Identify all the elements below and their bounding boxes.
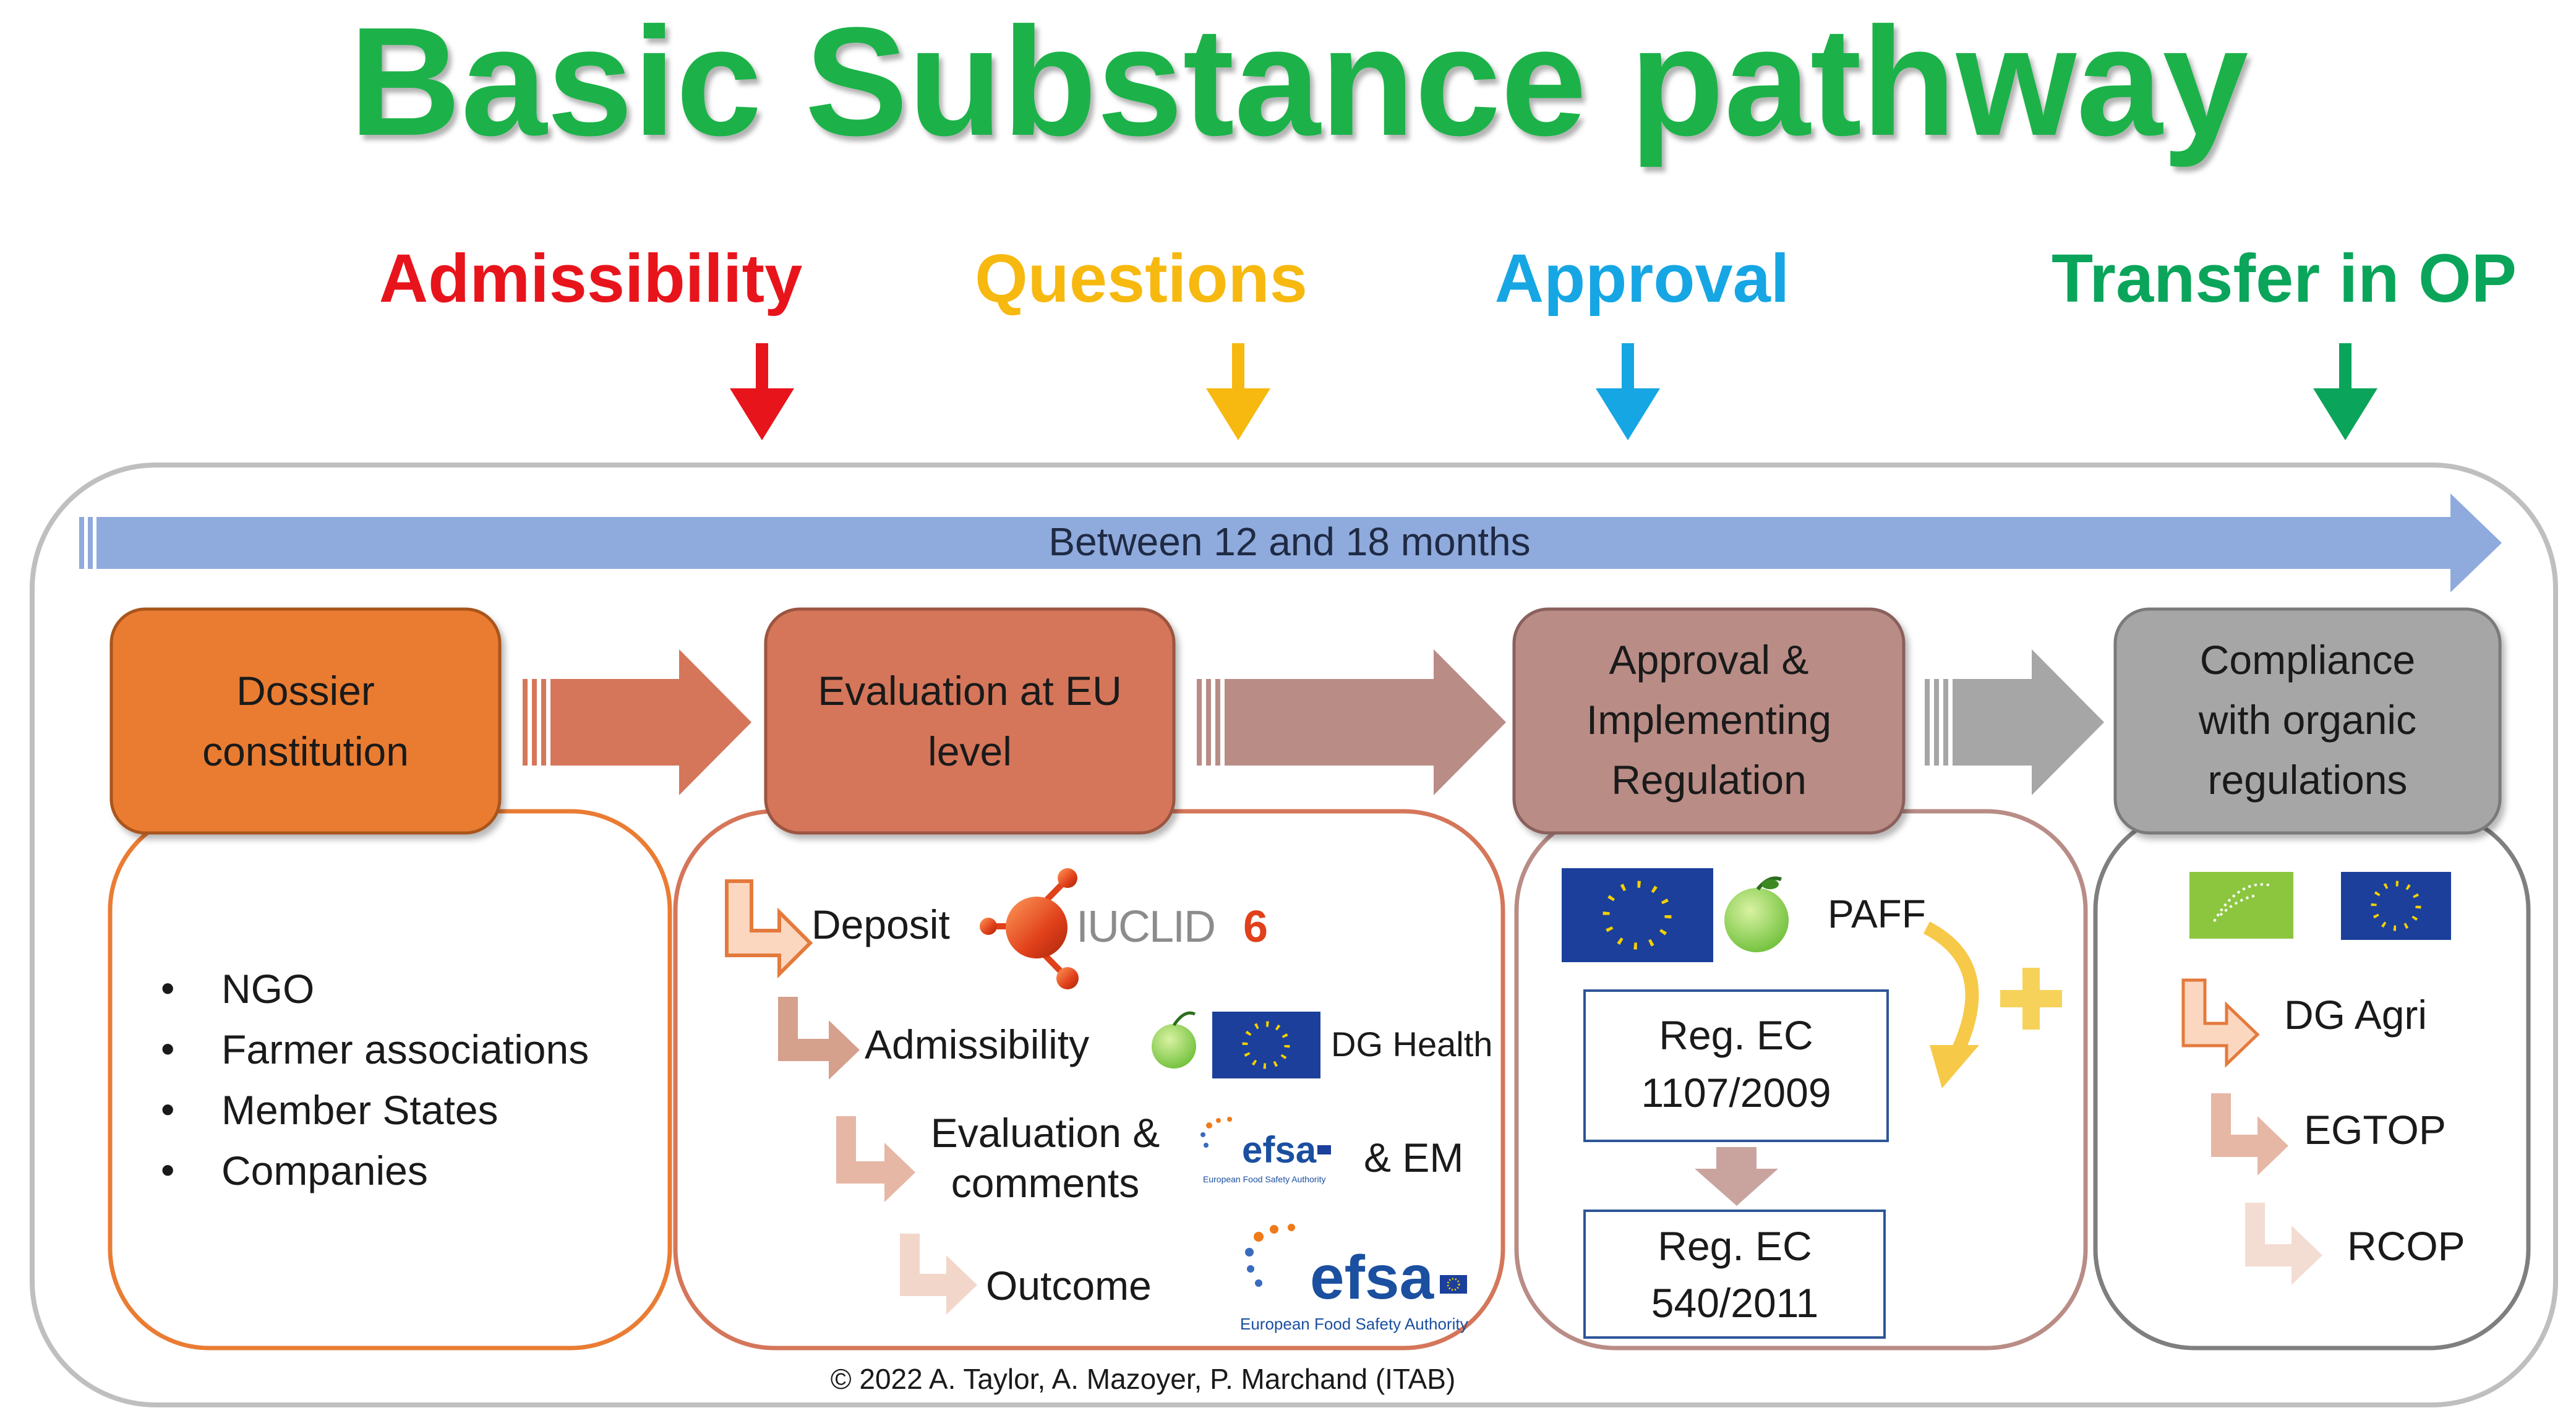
arrow-down-icon bbox=[1596, 343, 1660, 440]
phase-transfer: Transfer in OP bbox=[2052, 241, 2517, 317]
em-label: & EM bbox=[1364, 1135, 1463, 1180]
efsa-wordmark: efsa bbox=[1310, 1243, 1435, 1312]
iuclid-label: IUCLID bbox=[1076, 902, 1215, 952]
paff-label: PAFF bbox=[1828, 892, 1926, 936]
arrow-down-icon bbox=[2313, 343, 2377, 440]
reg-label: Reg. EC bbox=[1659, 1012, 1813, 1058]
arrow-right-icon bbox=[523, 649, 751, 795]
eu-organic-logo-icon bbox=[2189, 872, 2293, 939]
step-label: Implementing bbox=[1586, 697, 1831, 743]
step-label: Dossier bbox=[236, 668, 375, 714]
phase-approval: Approval bbox=[1495, 241, 1790, 317]
step-approval: Approval & Implementing Regulation bbox=[1512, 607, 1906, 835]
copyright: © 2022 A. Taylor, A. Mazoyer, P. Marchan… bbox=[831, 1363, 1456, 1395]
step-label: Compliance bbox=[2200, 637, 2416, 683]
arrow-down-icon bbox=[1695, 1147, 1778, 1206]
efsa-wordmark: efsa bbox=[1242, 1129, 1317, 1171]
evaluation-comments-label: comments bbox=[951, 1160, 1139, 1206]
deposit-label: Deposit bbox=[811, 902, 950, 947]
bullet-icon: • bbox=[161, 966, 174, 1010]
arrow-right-icon bbox=[1197, 649, 1506, 795]
bent-arrow-icon bbox=[900, 1234, 977, 1315]
reg-label: 1107/2009 bbox=[1641, 1070, 1831, 1116]
step-label: regulations bbox=[2208, 757, 2408, 803]
step-label: level bbox=[928, 728, 1012, 774]
evaluation-comments-label: Evaluation & bbox=[931, 1110, 1160, 1156]
dg-health-label: DG Health bbox=[1331, 1025, 1492, 1064]
arrow-right-icon bbox=[1925, 649, 2104, 795]
organic-item-label: RCOP bbox=[2347, 1223, 2465, 1269]
efsa-logo-icon: efsa European Food Safety Authority bbox=[1200, 1117, 1331, 1184]
step-label: Evaluation at EU bbox=[818, 668, 1122, 714]
plus-icon bbox=[2000, 968, 2062, 1030]
dossier-box bbox=[108, 809, 672, 1351]
phase-admissibility: Admissibility bbox=[379, 241, 803, 317]
step-label: Regulation bbox=[1611, 757, 1807, 803]
organic-content: DG Agri EGTOP RCOP bbox=[2181, 872, 2465, 1285]
curved-arrow-icon bbox=[1923, 921, 1979, 1054]
arrow-down-icon bbox=[1206, 343, 1270, 440]
bent-arrow-icon bbox=[836, 1116, 915, 1202]
outcome-label: Outcome bbox=[986, 1263, 1152, 1308]
outer-frame bbox=[30, 463, 2558, 1407]
organic-item-label: EGTOP bbox=[2304, 1107, 2446, 1153]
step-label: with organic bbox=[2198, 697, 2416, 743]
iuclid-logo-icon bbox=[980, 868, 1079, 989]
bent-arrow-icon bbox=[778, 997, 860, 1080]
apple-icon bbox=[1724, 876, 1789, 952]
arrow-down-icon bbox=[730, 343, 794, 440]
evaluation-content: Deposit IUCLID 6 Admissibility DG Health bbox=[725, 868, 1492, 1333]
step-label: Approval & bbox=[1609, 637, 1809, 683]
step-label: constitution bbox=[202, 728, 409, 774]
bent-arrow-icon bbox=[2245, 1203, 2322, 1285]
reg-label: Reg. EC bbox=[1658, 1223, 1812, 1269]
efsa-logo-icon: efsa European Food Safety Authority bbox=[1240, 1224, 1468, 1333]
admissibility-label: Admissibility bbox=[865, 1022, 1089, 1067]
eu-flag-icon bbox=[1562, 868, 1713, 962]
efsa-caption: European Food Safety Authority bbox=[1203, 1174, 1325, 1184]
timeline-label: Between 12 and 18 months bbox=[1048, 519, 1530, 564]
bullet-icon: • bbox=[161, 1087, 174, 1132]
step-organic: Compliance with organic regulations bbox=[2113, 607, 2502, 835]
bullet-icon: • bbox=[161, 1026, 174, 1071]
phase-questions: Questions bbox=[975, 241, 1307, 317]
list-item: Companies bbox=[221, 1148, 428, 1193]
bent-arrow-icon bbox=[2181, 978, 2260, 1068]
reg-box-2 bbox=[1583, 1210, 1886, 1339]
list-item: Member States bbox=[221, 1087, 499, 1133]
curved-arrow-head bbox=[1930, 1045, 1979, 1088]
eu-flag-icon bbox=[1212, 1012, 1320, 1078]
bullet-icon: • bbox=[161, 1148, 174, 1192]
iuclid-version: 6 bbox=[1243, 902, 1268, 952]
step-evaluation: Evaluation at EU level bbox=[764, 607, 1176, 835]
phase-labels: Admissibility Questions Approval Transfe… bbox=[379, 241, 2517, 317]
organic-item-label: DG Agri bbox=[2284, 992, 2427, 1038]
approval-content: PAFF Reg. EC 1107/2009 Reg. EC 540/2011 bbox=[1562, 868, 2062, 1339]
bent-arrow-icon bbox=[2211, 1093, 2288, 1176]
bent-arrow-icon bbox=[725, 879, 813, 979]
dossier-list: • NGO • Farmer associations • Member Sta… bbox=[161, 966, 589, 1193]
timeline-arrow: Between 12 and 18 months bbox=[79, 493, 2502, 592]
list-item: Farmer associations bbox=[221, 1026, 589, 1072]
efsa-caption: European Food Safety Authority bbox=[1240, 1315, 1468, 1333]
eu-flag-icon bbox=[2341, 872, 2451, 940]
list-item: NGO bbox=[221, 966, 314, 1012]
phase-arrows bbox=[730, 343, 2377, 440]
apple-icon bbox=[1152, 1011, 1196, 1069]
step-dossier: Dossier constitution bbox=[109, 607, 502, 835]
reg-box-1 bbox=[1583, 989, 1889, 1142]
reg-label: 540/2011 bbox=[1651, 1280, 1818, 1326]
page-title: Basic Substance pathway bbox=[349, 0, 2249, 168]
